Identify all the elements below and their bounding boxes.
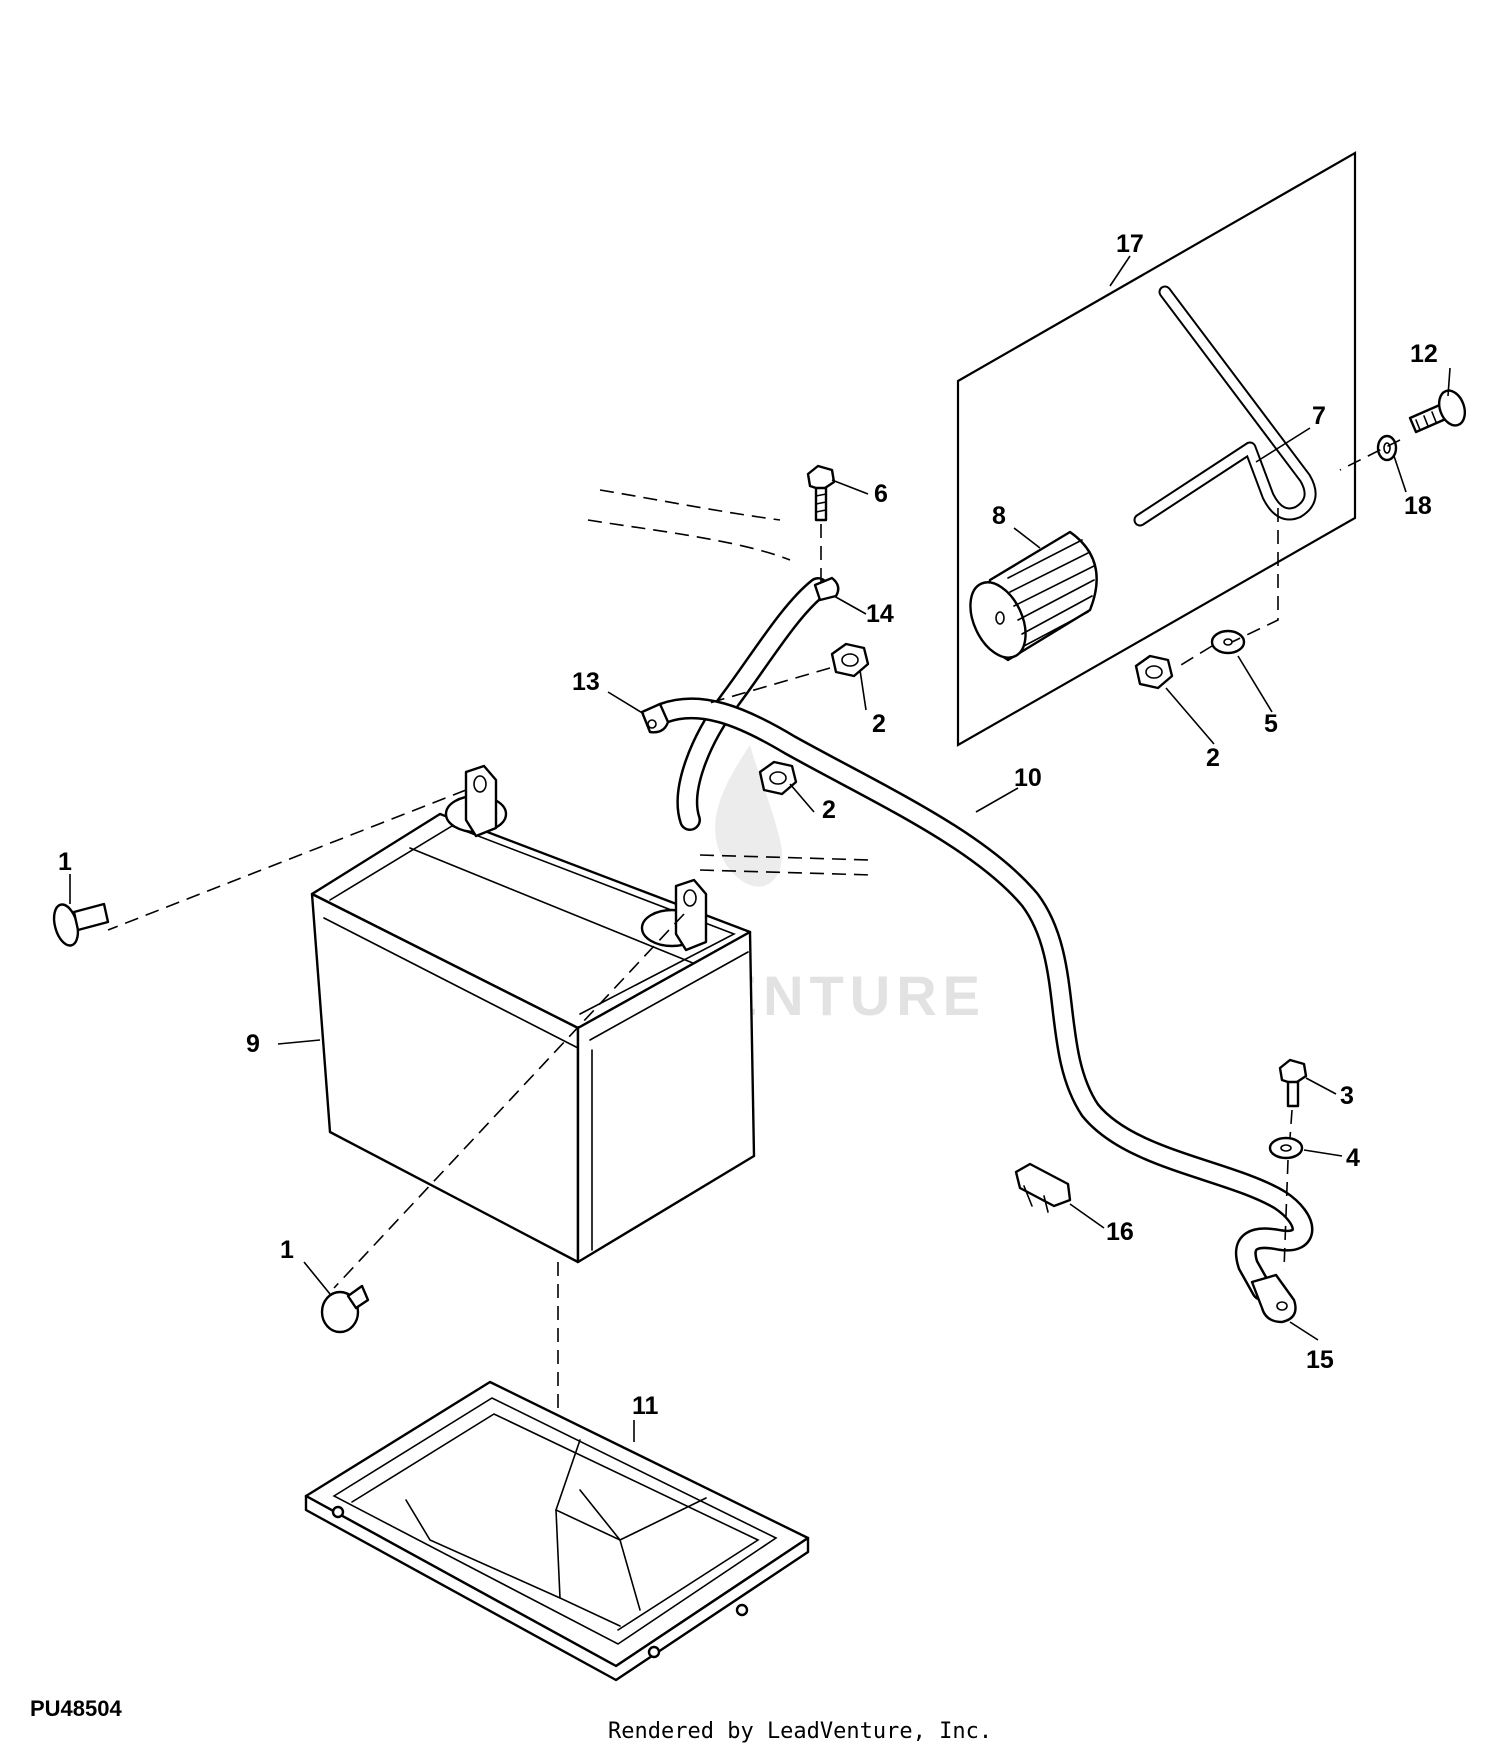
cable-terminal-14	[813, 576, 840, 602]
battery	[107, 764, 756, 1289]
callout-2: 2	[822, 796, 836, 824]
hood-rod	[1133, 285, 1317, 527]
callout-8: 8	[992, 502, 1006, 530]
callout-2: 2	[1206, 744, 1220, 772]
watermark-logo-icon	[715, 745, 782, 887]
positive-cable-10	[640, 697, 1314, 1324]
render-credit: Rendered by LeadVenture, Inc.	[608, 1719, 992, 1744]
callout-7: 7	[1312, 402, 1326, 430]
nut-2-middle	[758, 760, 798, 796]
battery-tray	[304, 1380, 810, 1682]
battery-post-negative	[444, 764, 508, 838]
callout-6: 6	[874, 480, 888, 508]
callout-4: 4	[1346, 1144, 1360, 1172]
battery-post-positive	[640, 878, 708, 952]
nut-2-upper	[830, 642, 870, 678]
callout-2: 2	[872, 710, 886, 738]
callout-5: 5	[1264, 710, 1278, 738]
callout-9: 9	[246, 1030, 260, 1058]
callout-12: 12	[1410, 340, 1438, 368]
callout-3: 3	[1340, 1082, 1354, 1110]
figure-id: PU48504	[30, 1696, 123, 1721]
bolt-6	[806, 464, 836, 522]
callout-18: 18	[1404, 492, 1432, 520]
negative-cable	[676, 576, 840, 831]
washer-5	[1210, 629, 1246, 655]
inset-panel	[956, 151, 1357, 747]
inset-frame	[956, 151, 1357, 747]
callout-15: 15	[1306, 1346, 1334, 1374]
callout-11: 11	[632, 1392, 659, 1420]
callouts: 17 12 7 18 8 6 14 13 2 2 5 2 10 1 9 1 11…	[58, 230, 1438, 1420]
knob	[969, 530, 1098, 662]
callout-10: 10	[1014, 764, 1042, 792]
carriage-bolt-1-upper	[52, 902, 110, 947]
callout-1: 1	[280, 1236, 294, 1264]
bolt-12	[1408, 389, 1467, 434]
carriage-bolt-1-lower	[320, 1284, 370, 1334]
callout-13: 13	[572, 668, 600, 696]
washer-4	[1268, 1136, 1304, 1160]
leader-lines	[69, 255, 1451, 1442]
nut-2-inset	[1134, 654, 1174, 690]
callout-1: 1	[58, 848, 72, 876]
cable-terminal-15	[1250, 1273, 1297, 1324]
bolt-3	[1278, 1058, 1308, 1108]
cable-clip-16	[1014, 1162, 1072, 1213]
callout-16: 16	[1106, 1218, 1134, 1246]
callout-14: 14	[866, 600, 894, 628]
callout-17: 17	[1116, 230, 1144, 258]
lock-washer-18	[1376, 434, 1398, 462]
